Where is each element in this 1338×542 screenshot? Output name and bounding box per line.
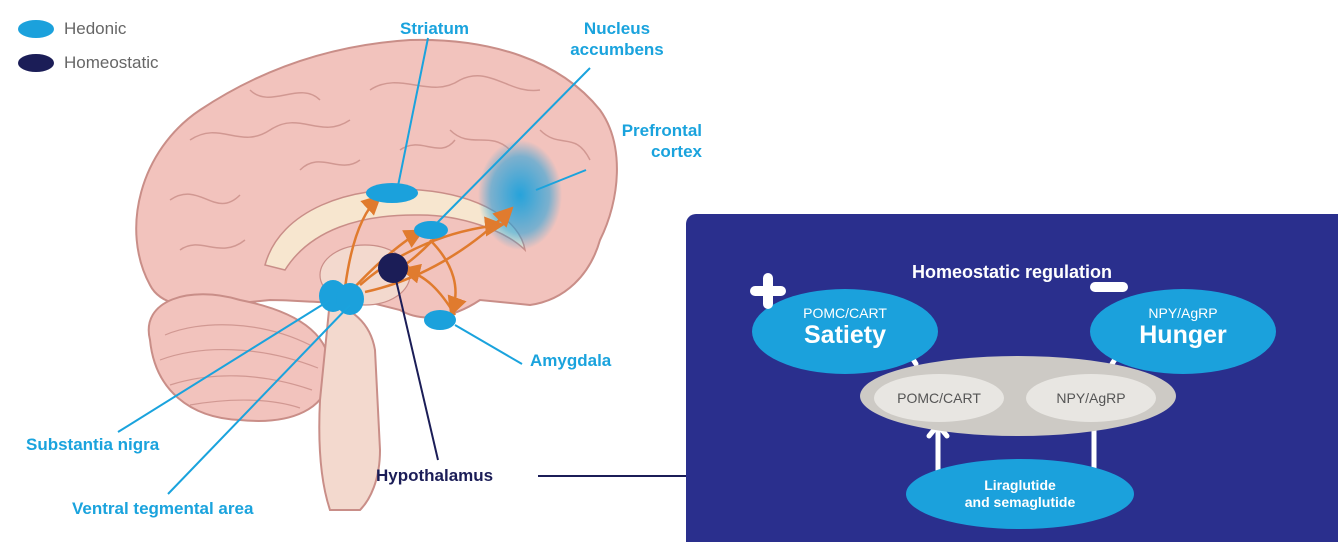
legend-label: Hedonic bbox=[64, 19, 126, 39]
plus-icon-vertical bbox=[763, 273, 773, 309]
npy-agrp-oval: NPY/AgRP bbox=[1026, 374, 1156, 422]
satiety-label: Satiety bbox=[752, 321, 938, 349]
amygdala-node bbox=[424, 310, 456, 330]
satiety-oval: POMC/CART Satiety bbox=[752, 289, 938, 374]
label-substantia-nigra: Substantia nigra bbox=[26, 434, 159, 455]
label-nucleus-accumbens: Nucleus accumbens bbox=[562, 18, 672, 60]
hunger-label: Hunger bbox=[1090, 321, 1276, 349]
ventral-tegmental-node bbox=[336, 283, 364, 315]
label-hypothalamus: Hypothalamus bbox=[376, 465, 493, 486]
label-line: cortex bbox=[582, 141, 702, 162]
label-prefrontal-cortex: Prefrontal cortex bbox=[582, 120, 702, 162]
hunger-oval: NPY/AgRP Hunger bbox=[1090, 289, 1276, 374]
label-striatum: Striatum bbox=[400, 18, 469, 39]
drug-line-1: Liraglutide bbox=[906, 477, 1134, 494]
label-line: Prefrontal bbox=[582, 120, 702, 141]
drug-line-2: and semaglutide bbox=[906, 494, 1134, 511]
legend-swatch-hedonic bbox=[18, 20, 54, 38]
legend-swatch-homeostatic bbox=[18, 54, 54, 72]
hypothalamus-node bbox=[378, 253, 408, 283]
label-line: accumbens bbox=[562, 39, 672, 60]
homeostatic-regulation-panel: Homeostatic regulation POMC/CART Satiety… bbox=[686, 214, 1338, 542]
minus-icon bbox=[1090, 282, 1128, 292]
label-ventral-tegmental-area: Ventral tegmental area bbox=[72, 498, 253, 519]
pomc-cart-oval: POMC/CART bbox=[874, 374, 1004, 422]
striatum-node bbox=[366, 183, 418, 203]
legend: Hedonic Homeostatic bbox=[18, 12, 158, 80]
hunger-sublabel: NPY/AgRP bbox=[1090, 305, 1276, 321]
label-line: Nucleus bbox=[562, 18, 672, 39]
prefrontal-cortex-region bbox=[478, 140, 562, 250]
legend-label: Homeostatic bbox=[64, 53, 158, 73]
brainstem bbox=[319, 300, 380, 510]
nucleus-accumbens-node bbox=[414, 221, 448, 239]
label-amygdala: Amygdala bbox=[530, 350, 611, 371]
satiety-sublabel: POMC/CART bbox=[752, 305, 938, 321]
liraglutide-semaglutide-oval: Liraglutide and semaglutide bbox=[906, 459, 1134, 529]
legend-item-hedonic: Hedonic bbox=[18, 12, 158, 46]
legend-item-homeostatic: Homeostatic bbox=[18, 46, 158, 80]
